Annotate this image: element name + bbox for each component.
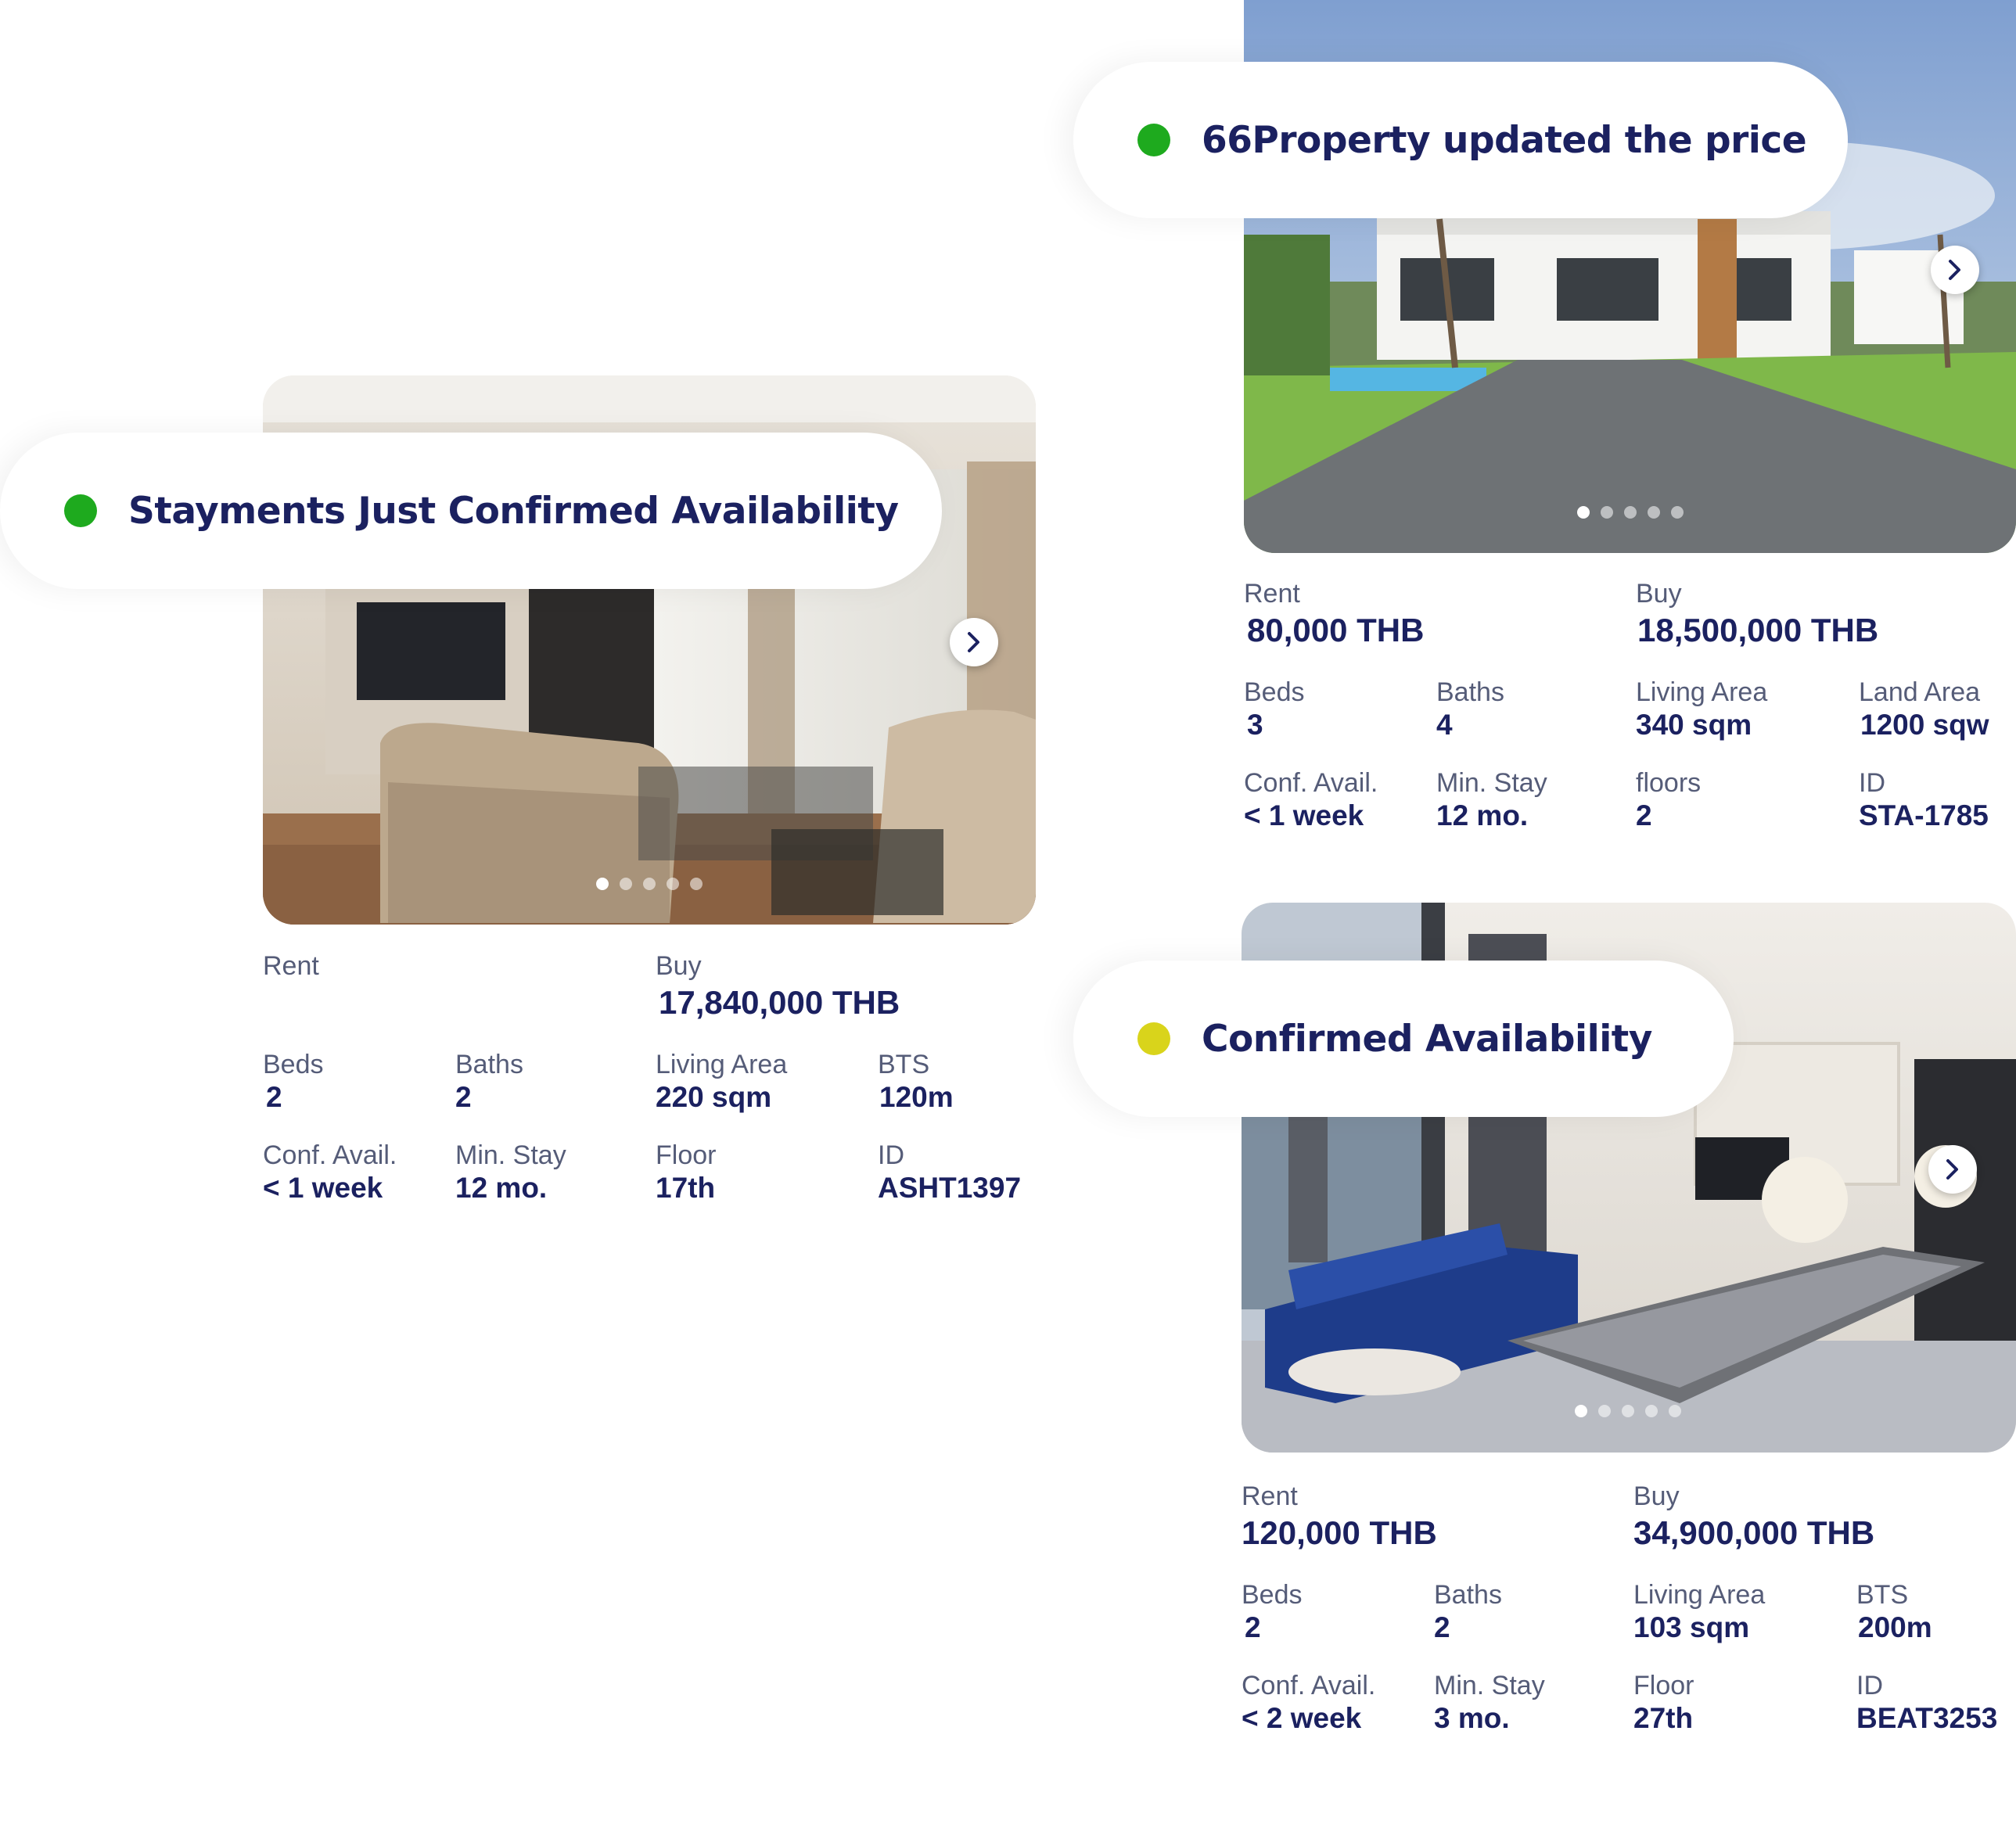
stat-value: 17th xyxy=(656,1172,716,1204)
carousel-dot[interactable] xyxy=(596,878,609,890)
stat-label: Conf. Avail. xyxy=(1244,768,1378,798)
rent-label: Rent xyxy=(1244,579,1300,609)
carousel-dot[interactable] xyxy=(1648,506,1660,519)
stat-value: 2 xyxy=(1434,1611,1450,1643)
next-photo-button[interactable] xyxy=(950,618,998,666)
stat-label: Living Area xyxy=(1636,677,1768,707)
photo-carousel-dots xyxy=(596,878,703,890)
notification-pill: Confirmed Availability xyxy=(1073,961,1734,1117)
stat-label: floors xyxy=(1636,768,1702,798)
notification-pill: Stayments Just Confirmed Availability xyxy=(0,433,942,589)
listing-photo[interactable] xyxy=(1242,903,2016,1453)
stat-label: Beds xyxy=(1242,1580,1303,1610)
carousel-dot[interactable] xyxy=(1671,506,1684,519)
stat-label: Min. Stay xyxy=(1436,768,1547,798)
status-dot xyxy=(1137,1022,1170,1055)
stat-value: 12 mo. xyxy=(455,1172,548,1204)
stat-label: Min. Stay xyxy=(1434,1671,1545,1700)
stat-value: 120m xyxy=(879,1081,954,1113)
stat-label: ID xyxy=(878,1140,904,1170)
carousel-dot[interactable] xyxy=(1598,1405,1611,1417)
carousel-dot[interactable] xyxy=(1601,506,1613,519)
stat-label: Land Area xyxy=(1859,677,1981,707)
listing-card[interactable]: Rent 120,000 THB Buy 34,900,000 THB Beds… xyxy=(1242,903,2016,1747)
stat-value: BEAT3253 xyxy=(1856,1702,1998,1734)
stat-label: Min. Stay xyxy=(455,1140,566,1170)
buy-price: 18,500,000 THB xyxy=(1637,612,1879,648)
stat-value: 2 xyxy=(1636,799,1652,831)
carousel-dot[interactable] xyxy=(1624,506,1637,519)
stat-value: 2 xyxy=(455,1081,472,1113)
stat-value: 1200 sqw xyxy=(1860,709,1989,741)
stat-value: 27th xyxy=(1633,1702,1694,1734)
carousel-dot[interactable] xyxy=(1622,1405,1634,1417)
stat-value: < 2 week xyxy=(1242,1702,1362,1734)
photo-carousel-dots xyxy=(1577,506,1684,519)
buy-label: Buy xyxy=(656,951,702,981)
stat-value: 220 sqm xyxy=(656,1081,772,1113)
next-photo-button[interactable] xyxy=(1931,246,1979,294)
stat-label: BTS xyxy=(878,1050,930,1079)
stat-value: 12 mo. xyxy=(1436,799,1529,831)
notification-pill: 66Property updated the price xyxy=(1073,62,1848,218)
stat-value: 3 xyxy=(1247,709,1263,741)
stat-label: Conf. Avail. xyxy=(1242,1671,1376,1700)
stat-value: < 1 week xyxy=(1244,799,1364,831)
rent-price: 80,000 THB xyxy=(1247,612,1425,648)
stat-value: < 1 week xyxy=(263,1172,383,1204)
stat-value: 103 sqm xyxy=(1633,1611,1750,1643)
stat-label: Baths xyxy=(1434,1580,1502,1610)
next-photo-button[interactable] xyxy=(1928,1145,1977,1194)
stat-value: 2 xyxy=(266,1081,282,1113)
chevron-right-icon xyxy=(968,632,979,652)
status-dot xyxy=(1137,124,1170,156)
dining-room-photo xyxy=(1242,903,2016,1453)
carousel-dot[interactable] xyxy=(667,878,679,890)
stat-label: Baths xyxy=(455,1050,523,1079)
carousel-dot[interactable] xyxy=(1645,1405,1658,1417)
stat-label: Baths xyxy=(1436,677,1504,707)
rent-label: Rent xyxy=(263,951,319,981)
stat-label: ID xyxy=(1859,768,1885,798)
carousel-dot[interactable] xyxy=(1577,506,1590,519)
stat-value: 340 sqm xyxy=(1636,709,1752,741)
buy-price: 34,900,000 THB xyxy=(1633,1514,1875,1551)
carousel-dot[interactable] xyxy=(620,878,632,890)
stat-label: Living Area xyxy=(1633,1580,1766,1610)
buy-label: Buy xyxy=(1633,1481,1680,1511)
stat-label: Beds xyxy=(1244,677,1305,707)
carousel-dot[interactable] xyxy=(1669,1405,1681,1417)
chevron-right-icon xyxy=(1946,1159,1958,1180)
chevron-right-icon xyxy=(1949,260,1960,280)
stat-label: Beds xyxy=(263,1050,324,1079)
notification-text: 66Property updated the price xyxy=(1202,118,1807,162)
buy-price: 17,840,000 THB xyxy=(659,984,900,1021)
stat-value: ASHT1397 xyxy=(878,1172,1022,1204)
stat-value: 4 xyxy=(1436,709,1453,741)
stat-label: Floor xyxy=(656,1140,717,1170)
notification-text: Stayments Just Confirmed Availability xyxy=(128,489,899,533)
stat-value: 2 xyxy=(1245,1611,1261,1643)
notification-text: Confirmed Availability xyxy=(1202,1017,1652,1061)
carousel-dot[interactable] xyxy=(643,878,656,890)
status-dot xyxy=(64,494,97,527)
carousel-dot[interactable] xyxy=(1575,1405,1587,1417)
photo-carousel-dots xyxy=(1575,1405,1681,1417)
stat-value: STA-1785 xyxy=(1859,799,1989,831)
stat-label: Conf. Avail. xyxy=(263,1140,397,1170)
stat-value: 200m xyxy=(1858,1611,1932,1643)
rent-label: Rent xyxy=(1242,1481,1298,1511)
stat-label: ID xyxy=(1856,1671,1883,1700)
stat-label: Living Area xyxy=(656,1050,788,1079)
carousel-dot[interactable] xyxy=(690,878,703,890)
stat-label: BTS xyxy=(1856,1580,1909,1610)
rent-price: 120,000 THB xyxy=(1242,1514,1437,1551)
stat-label: Floor xyxy=(1633,1671,1694,1700)
buy-label: Buy xyxy=(1636,579,1682,609)
stat-value: 3 mo. xyxy=(1434,1702,1510,1734)
